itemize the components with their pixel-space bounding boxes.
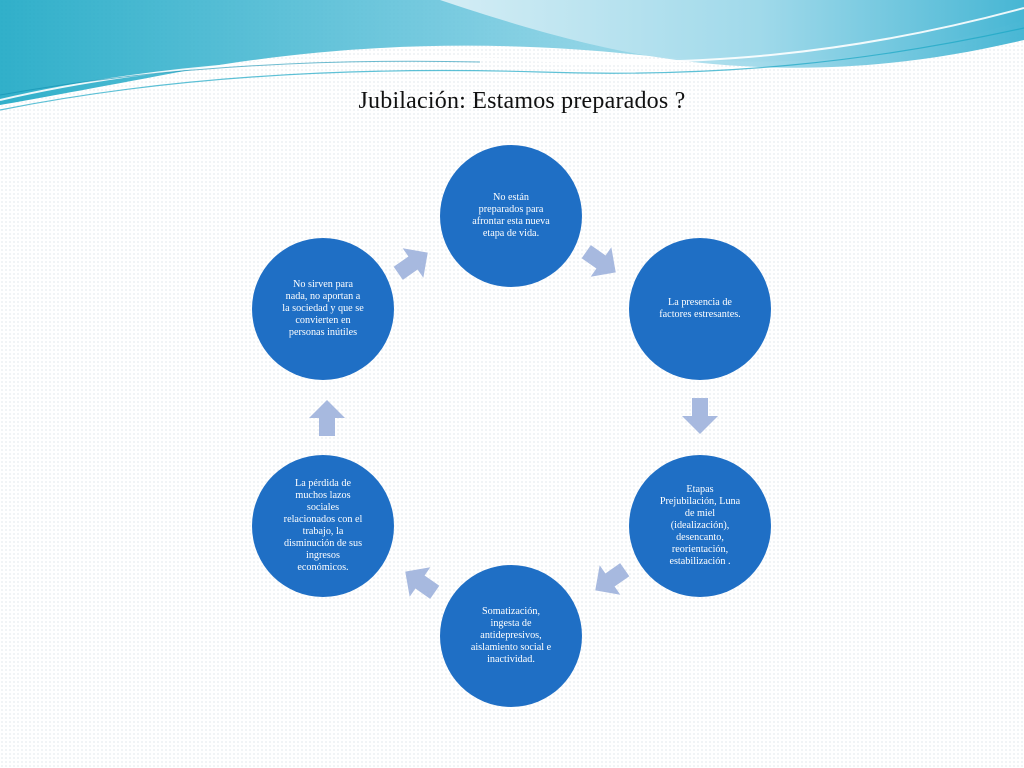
arrow-up-icon	[309, 400, 345, 436]
node-text: No sirven para nada, no aportan a la soc…	[282, 279, 364, 338]
arrow-left-up-icon	[405, 567, 440, 599]
cycle-node-not-prepared: No están preparados para afrontar esta n…	[440, 145, 582, 287]
cycle-node-social-loss: La pérdida de muchos lazos sociales rela…	[252, 455, 394, 597]
cycle-node-useless-feeling: No sirven para nada, no aportan a la soc…	[252, 238, 394, 380]
node-text: La pérdida de muchos lazos sociales rela…	[283, 478, 363, 573]
node-text: No están preparados para afrontar esta n…	[472, 192, 550, 239]
page-title: Jubilación: Estamos preparados ?	[358, 88, 686, 114]
cycle-node-stress-factors: La presencia de factores estresantes.	[629, 238, 771, 380]
node-text: La presencia de factores estresantes.	[659, 297, 741, 320]
arrow-down-icon	[682, 398, 718, 434]
node-text: Somatización, ingesta de antidepresivos,…	[470, 606, 552, 665]
header-wave-decoration	[0, 0, 1024, 111]
cycle-node-somatization: Somatización, ingesta de antidepresivos,…	[440, 565, 582, 707]
arrow-left-down-icon	[595, 563, 630, 595]
arrow-right-down-icon	[581, 245, 616, 277]
node-text: Etapas Prejubilación, Luna de miel (idea…	[659, 484, 741, 567]
cycle-node-stages: Etapas Prejubilación, Luna de miel (idea…	[629, 455, 771, 597]
arrow-right-up-icon	[393, 248, 428, 280]
